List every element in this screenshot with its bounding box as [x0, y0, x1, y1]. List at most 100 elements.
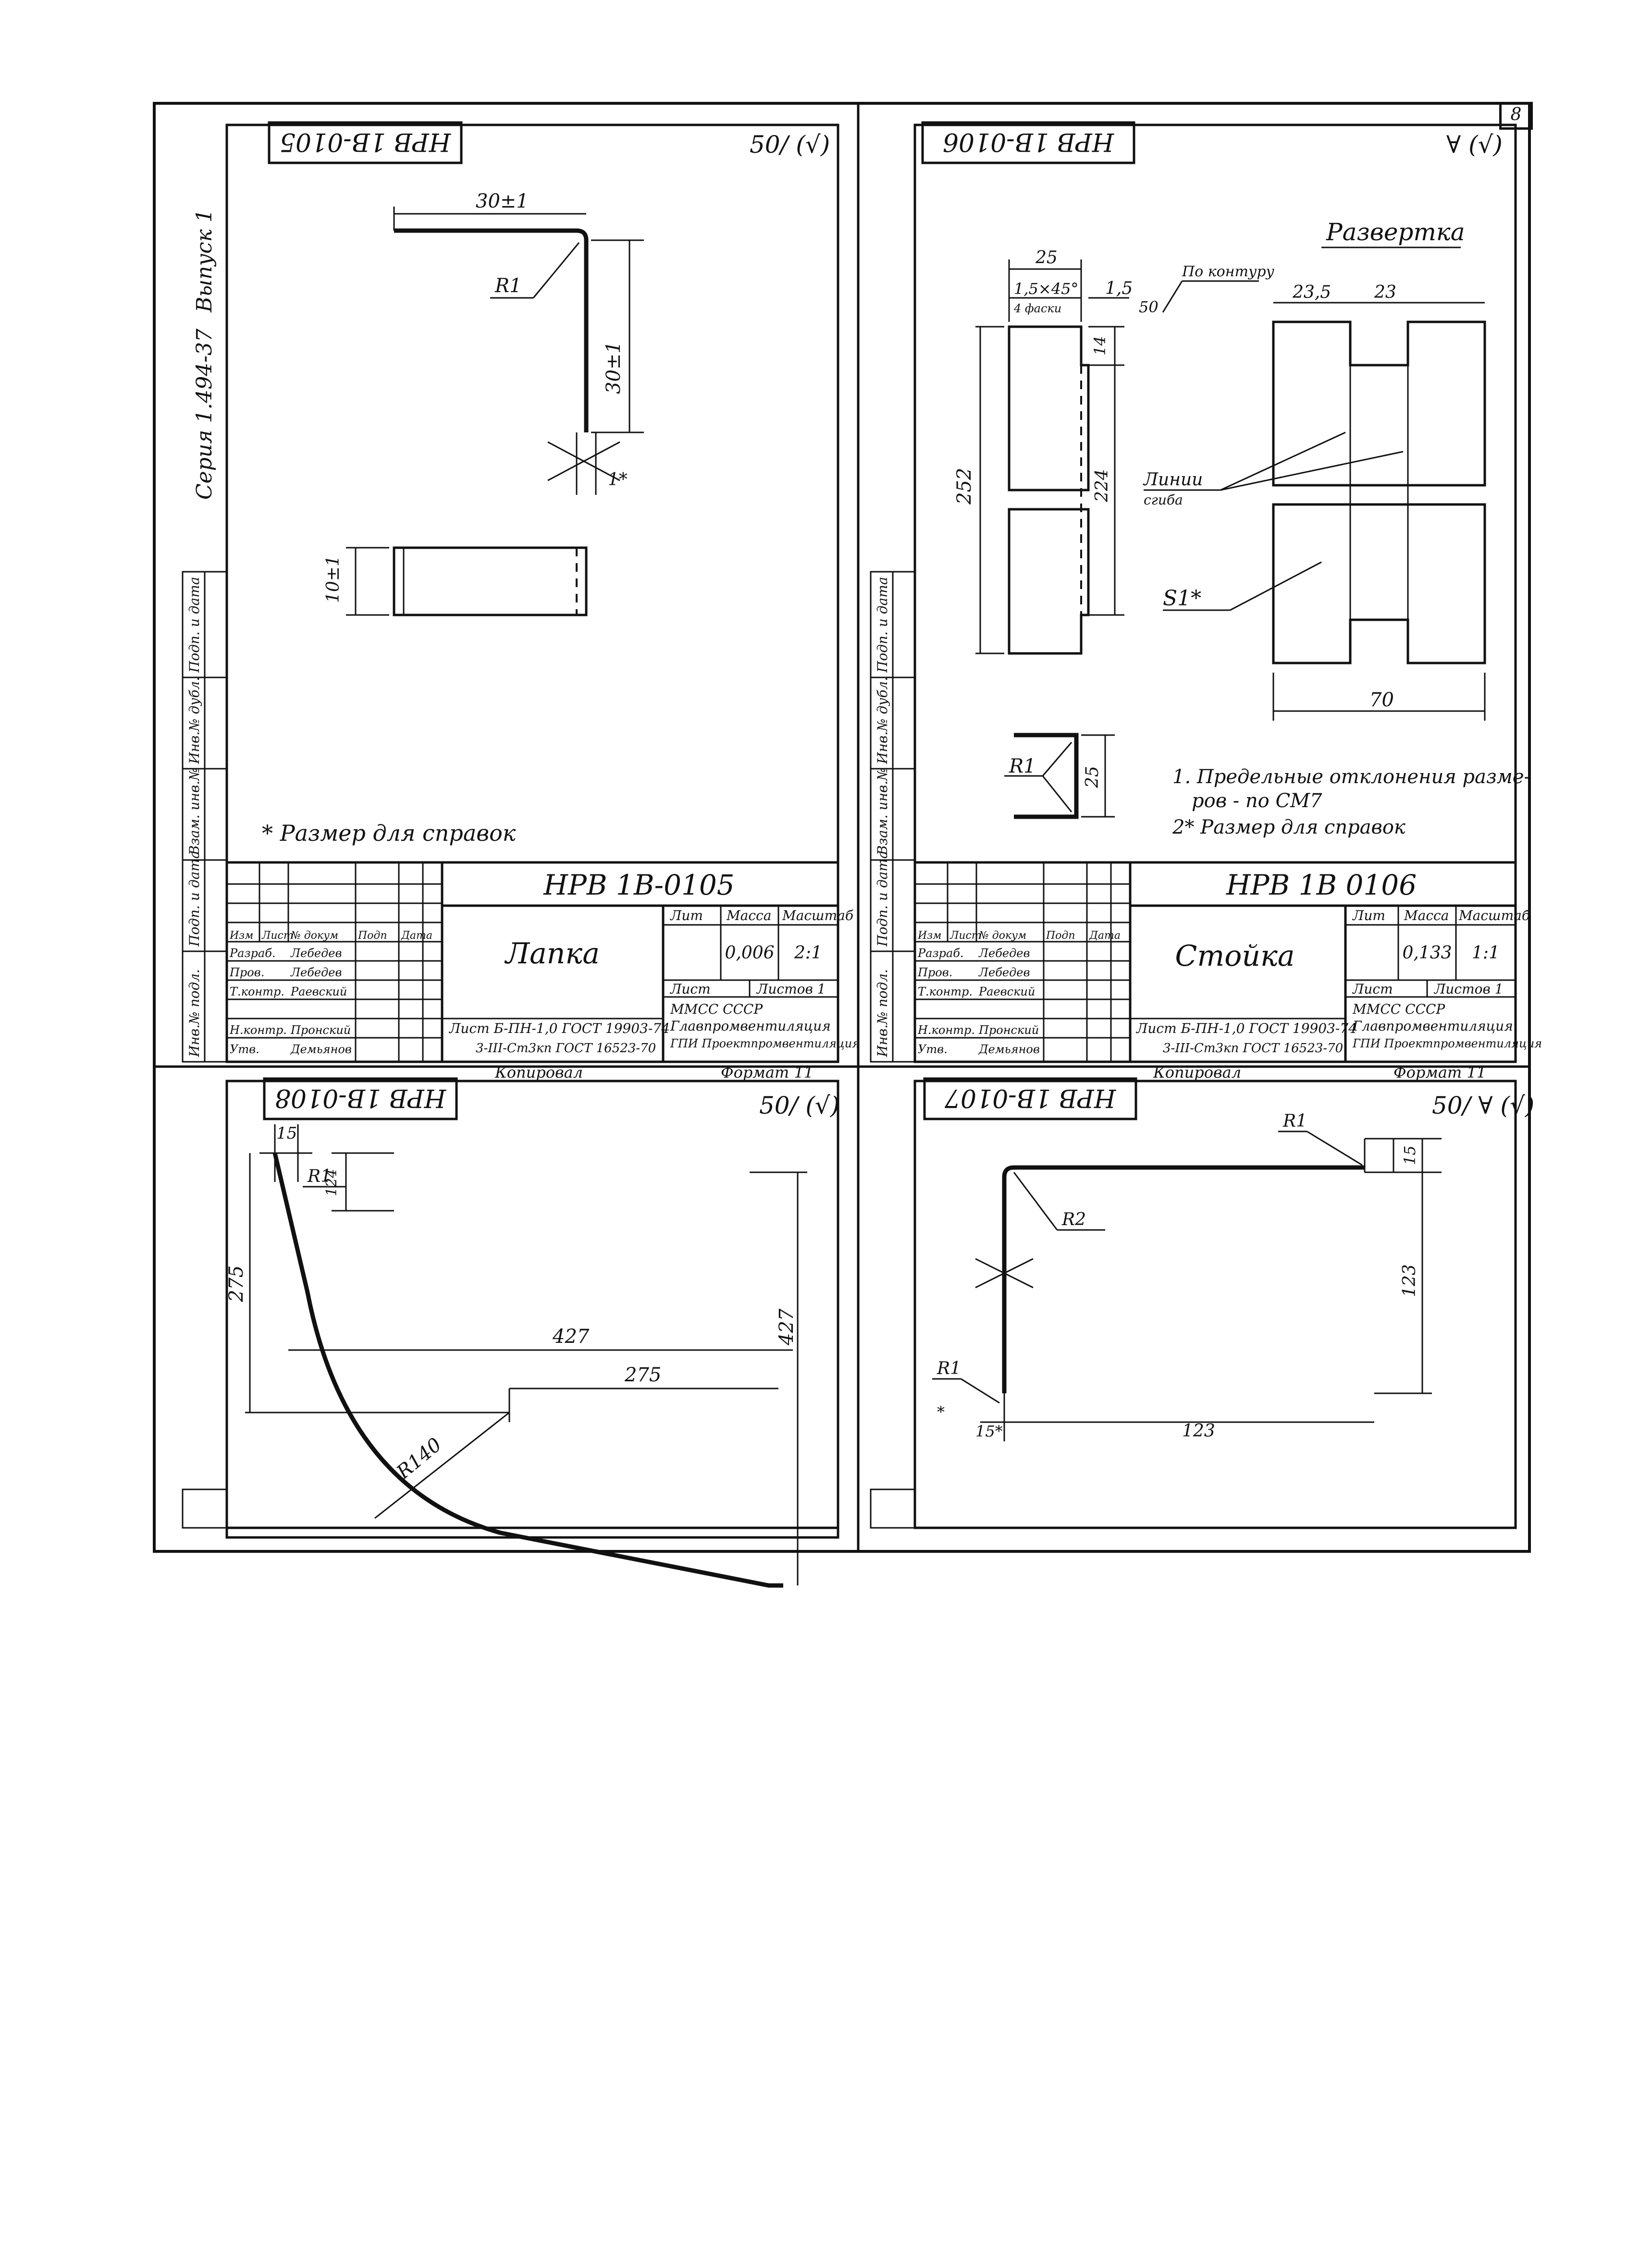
q2-side-label-4: Подп. и дата: [875, 851, 890, 947]
q2-scale: 1:1: [1472, 943, 1500, 963]
q1-mass-label: Масса: [726, 908, 771, 923]
side-label-4: Подп. и дата: [186, 851, 202, 947]
q2-dim-12: 23,5: [1292, 283, 1331, 302]
q3-dim-7: 427: [776, 1308, 798, 1346]
drawing-sheet: [153, 102, 1531, 1553]
q1-name-2: Лебедев: [290, 966, 342, 979]
q2-sheets-label: Листов 1: [1433, 981, 1504, 997]
q2-sheet-label: Лист: [1352, 981, 1393, 997]
q1-col-2: Лист: [261, 930, 294, 942]
q2-copied: Копировал: [1153, 1063, 1241, 1081]
q1-code: НРВ 1В-0105: [543, 869, 734, 901]
q1-copied: Копировал: [494, 1063, 583, 1081]
side-label-5: Инв.№ подл.: [186, 969, 202, 1057]
q2-dim-11: R1: [1009, 755, 1036, 777]
q2-dim-5: По контуру: [1182, 263, 1275, 280]
q2-material-2: 3-III-Ст3кп ГОСТ 16523-70: [1163, 1041, 1343, 1056]
q2-dim-3: 4 фаски: [1013, 302, 1061, 315]
q1-lit-label: Лит: [669, 908, 703, 923]
q1-material-2: 3-III-Ст3кп ГОСТ 16523-70: [476, 1041, 656, 1056]
q2-name-5: Демьянов: [978, 1043, 1040, 1056]
q4-code-mirror: НРВ 1В-0107: [944, 1083, 1116, 1112]
q1-col-1: Изм: [229, 930, 253, 942]
q2-unfold-label: Развертка: [1326, 218, 1465, 246]
q2-org-2: Главпромвентиляция: [1352, 1018, 1513, 1034]
q2-col-4: Подп: [1046, 930, 1075, 942]
q2-dim-13: 23: [1374, 283, 1396, 302]
q1-scale-label: Масштаб: [782, 908, 854, 923]
q1-role-2: Пров.: [229, 966, 264, 979]
q1-material-1: Лист Б-ПН-1,0 ГОСТ 19903-74: [448, 1020, 670, 1036]
q2-lit-label: Лит: [1352, 908, 1385, 923]
q1-title-block: НРВ 1В-0105 Лапка Лит Масса Масштаб 0,00…: [225, 861, 860, 1063]
q2-role-2: Пров.: [917, 966, 952, 979]
q2-dim-4: 1,5: [1105, 279, 1133, 298]
q3-dim-1: 15: [276, 1124, 297, 1143]
q1-org-3: ГПИ Проектпромвентиляция: [670, 1037, 860, 1050]
q1-role-5: Утв.: [230, 1043, 259, 1056]
q2-scale-label: Масштаб: [1458, 908, 1530, 923]
q4-dim-3: R2: [1061, 1210, 1086, 1229]
q4-dim-8: *: [937, 1403, 945, 1421]
q2-dim-8: 252: [953, 468, 975, 505]
q1-sheet-label: Лист: [669, 981, 711, 997]
q2-dim-14: 70: [1369, 689, 1394, 711]
q2-dim-15: S1*: [1163, 586, 1201, 611]
q1-dim-5: 10±1: [323, 555, 343, 603]
q2-note-1: 1. Предельные отклонения разме-: [1172, 766, 1530, 788]
q1-dim-1: 30±1: [476, 190, 529, 212]
q1-name-3: Раевский: [290, 985, 347, 998]
q4-dim-7: 123: [1182, 1421, 1215, 1441]
q2-name-1: Лебедев: [978, 946, 1030, 960]
q2-org-1: ММСС СССР: [1352, 1001, 1445, 1017]
q2-dim-7: 14: [1091, 336, 1109, 356]
q3-dim-8: R140: [392, 1434, 446, 1484]
q1-org-1: ММСС СССР: [670, 1001, 763, 1017]
q1-role-4: Н.контр.: [229, 1023, 287, 1037]
q4-dim-5: R1: [937, 1359, 961, 1378]
q1-role-1: Разраб.: [229, 946, 276, 960]
q2-col-1: Изм: [917, 930, 941, 942]
q1-dim-4: 1*: [608, 470, 628, 490]
q2-code-mirror: НРВ 1В-0106: [943, 127, 1114, 156]
q3-code-mirror: НРВ 1В-0108: [275, 1083, 446, 1112]
drawing-q3: НРВ 1В-0108 50/ (√) 15 R1 124 275 427 27…: [182, 1077, 839, 1588]
issue-label: Выпуск 1: [192, 209, 217, 313]
q1-mass: 0,006: [725, 943, 774, 963]
q1-org-2: Главпромвентиляция: [670, 1018, 831, 1034]
drawing-q2: НРВ 1В-0106 ∀ (√) Подп. и дата Инв.№ дуб…: [870, 121, 1542, 1081]
q3-dim-5: 427: [552, 1326, 590, 1348]
q1-code-mirror: НРВ 1В-0105: [280, 127, 451, 156]
q1-sheets-label: Листов 1: [756, 981, 826, 997]
side-label-3: Взам. инв.№: [186, 768, 202, 856]
q3-dim-6: 275: [624, 1364, 661, 1386]
q1-name: Лапка: [504, 937, 600, 971]
q1-col-5: Дата: [401, 930, 432, 942]
q4-dim-6: 15*: [975, 1422, 1003, 1440]
q2-col-3: № докум: [978, 930, 1026, 942]
q2-side-label-5: Инв.№ подл.: [875, 969, 890, 1057]
q2-dim-6: 50: [1139, 298, 1159, 316]
q2-dim-1: 25: [1035, 248, 1058, 268]
q3-dim-4: 275: [225, 1266, 247, 1303]
q2-bend-label-1: Линии: [1143, 470, 1203, 490]
drawing-q4: НРВ 1В-0107 50/ ∀ (√) R1 15 R2 123 R1 15…: [870, 1077, 1534, 1529]
q2-note-2: ров - по СМ7: [1192, 790, 1322, 812]
q2-mass-label: Масса: [1404, 908, 1449, 923]
q2-name-4: Пронский: [978, 1023, 1039, 1037]
q2-col-2: Лист: [949, 930, 982, 942]
q2-dim-10: 25: [1083, 766, 1102, 788]
q2-mass: 0,133: [1402, 943, 1452, 963]
series-label: Серия 1.494-37: [192, 329, 217, 500]
q2-role-5: Утв.: [918, 1043, 948, 1056]
q2-name-3: Раевский: [978, 985, 1035, 998]
q2-side-label-2: Инв.№ дубл.: [875, 677, 890, 764]
q1-scale: 2:1: [794, 943, 822, 963]
q2-name: Стойка: [1175, 939, 1294, 973]
q4-dim-1: R1: [1282, 1111, 1307, 1131]
q2-bend-label-2: сгиба: [1144, 492, 1183, 508]
q2-dim-2: 1,5×45°: [1014, 280, 1078, 298]
q2-note-3: 2* Размер для справок: [1172, 816, 1405, 838]
q4-dim-2: 15: [1401, 1145, 1419, 1165]
